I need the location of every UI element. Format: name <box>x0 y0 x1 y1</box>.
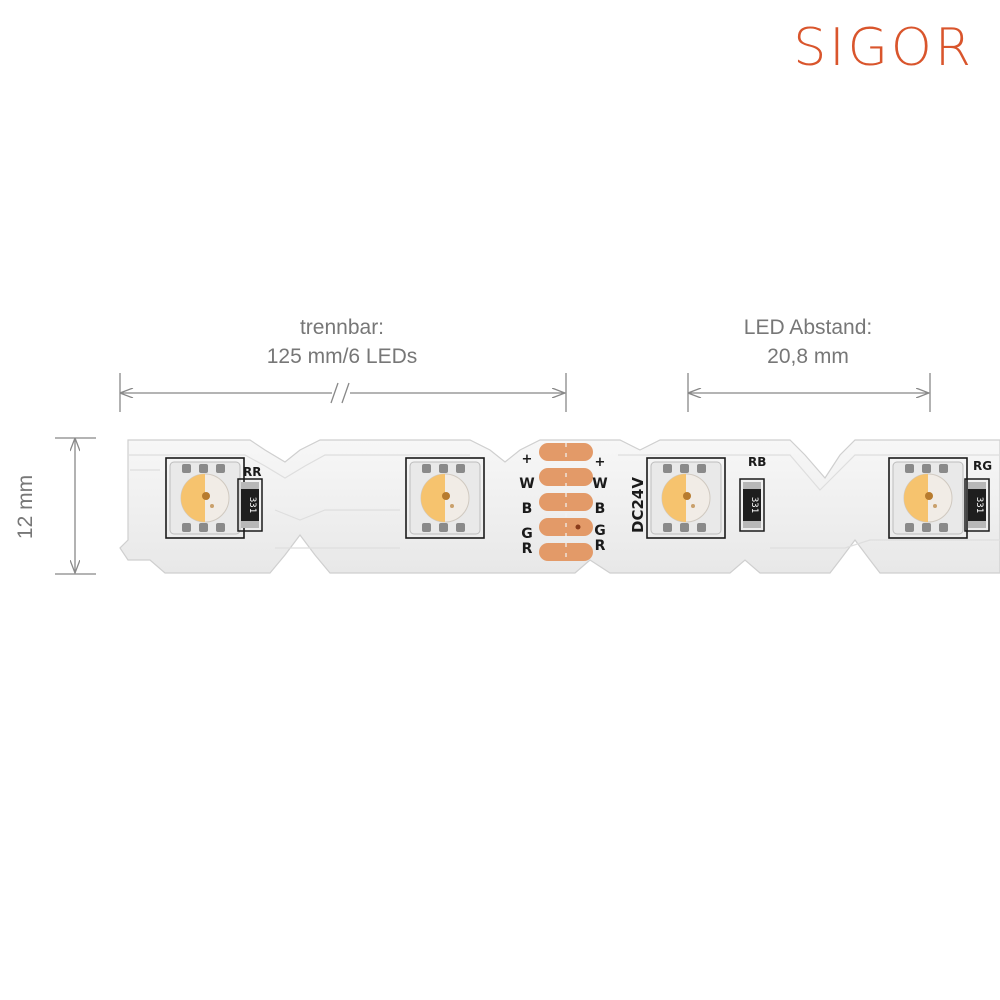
solder-pad-b <box>539 493 593 511</box>
spacing-label-line2: 20,8 mm <box>767 345 849 368</box>
resistor-code: 331 <box>247 497 257 513</box>
led-chip <box>165 457 245 539</box>
resistor-group: 331 331 331 <box>237 478 990 532</box>
resistor: 331 <box>237 478 263 532</box>
pad-label-right-r: R <box>595 538 606 554</box>
cut-interval-label: trennbar: 125 mm/6 LEDs <box>222 313 462 371</box>
cut-label-line2: 125 mm/6 LEDs <box>266 345 418 368</box>
resistor-label-rg: RG <box>973 459 992 473</box>
width-dimension-line <box>55 437 96 575</box>
pad-label-left-g: G <box>521 526 533 542</box>
solder-pad-r <box>539 543 593 561</box>
solder-pads <box>539 443 593 561</box>
logo-text: SIGOR <box>793 18 974 78</box>
led-spacing-label: LED Abstand: 20,8 mm <box>688 313 928 371</box>
voltage-marking: DC24V <box>629 477 647 533</box>
resistor-label-rr: RR <box>243 465 261 479</box>
pad-labels-right: + W B G R <box>592 455 607 554</box>
resistor-code: 331 <box>749 497 759 513</box>
pcb-traces <box>128 454 1000 549</box>
resistor: 331 <box>739 478 765 532</box>
led-chip <box>405 457 485 539</box>
brand-logo: SIGOR <box>793 22 974 74</box>
led-chip <box>646 457 726 539</box>
spacing-label-line1: LED Abstand: <box>743 316 873 339</box>
pad-labels-left: + W B G R <box>519 452 534 557</box>
led-group <box>165 457 968 539</box>
pad-label-left-plus: + <box>522 452 533 467</box>
spacing-dimension-line <box>687 373 931 412</box>
pad-label-right-w: W <box>592 476 607 492</box>
cut-label-line1: trennbar: <box>299 316 385 339</box>
pad-label-right-g: G <box>594 523 606 539</box>
led-chip <box>888 457 968 539</box>
pad-label-left-b: B <box>522 501 533 517</box>
resistor: 331 <box>964 478 990 532</box>
pad-label-right-plus: + <box>595 455 606 470</box>
pad-label-right-b: B <box>595 501 606 517</box>
pad-label-left-r: R <box>522 541 533 557</box>
resistor-code: 331 <box>974 497 984 513</box>
cut-dimension-line <box>119 373 567 412</box>
pad-label-left-w: W <box>519 476 534 492</box>
solder-pad-plus <box>539 443 593 461</box>
resistor-label-rb: RB <box>748 455 766 469</box>
